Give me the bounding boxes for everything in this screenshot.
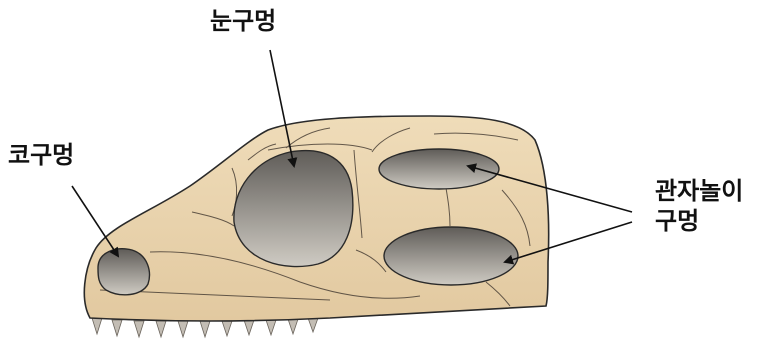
tooth — [308, 318, 318, 332]
lower-temporal-opening — [384, 227, 518, 285]
eye-opening-label: 눈구멍 — [210, 6, 276, 36]
nose-opening — [98, 249, 149, 295]
temporal-label-line1: 관자놀이 — [655, 176, 743, 206]
nose-opening-label: 코구멍 — [8, 140, 74, 170]
tooth — [244, 320, 254, 335]
tooth — [222, 321, 232, 336]
tooth — [266, 320, 276, 335]
tooth — [178, 321, 188, 337]
temporal-label-line2: 구멍 — [655, 206, 743, 236]
tooth — [200, 321, 210, 337]
tooth — [134, 321, 144, 337]
temporal-opening-label: 관자놀이 구멍 — [655, 176, 743, 236]
tooth — [112, 320, 122, 336]
tooth — [92, 318, 102, 334]
tooth — [288, 319, 298, 334]
nose-arrow — [72, 186, 118, 256]
tooth — [156, 321, 166, 337]
